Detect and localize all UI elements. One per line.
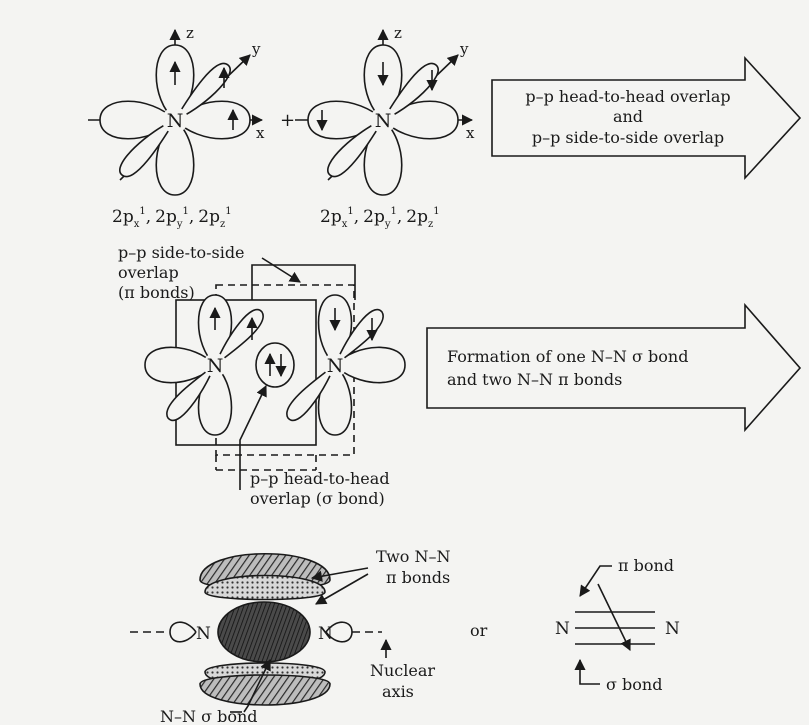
arrow-box-2-line2: and two N–N π bonds	[447, 370, 622, 389]
two-pi-bonds-label-line2: π bonds	[386, 568, 450, 587]
arrow-box-2-line1: Formation of one N–N σ bond	[447, 347, 688, 366]
side-overlap-label-line2: overlap	[118, 263, 179, 282]
sigma-bond-short-label: σ bond	[606, 675, 662, 694]
text-layer: N N N N z y x z y x + 2px1,2py1,2pz1 2px…	[112, 24, 731, 725]
atom-label: N	[196, 624, 211, 644]
plus-sign: +	[280, 110, 295, 131]
nuclear-axis-label-line2: axis	[382, 682, 414, 701]
atom-label: N	[207, 355, 224, 377]
two-pi-bonds-label-line1: Two N–N	[376, 547, 451, 566]
n2-overlap-molecule	[144, 257, 406, 490]
or-text: or	[470, 621, 488, 640]
atom-label: N	[167, 110, 184, 132]
nitrogen-atom-left-top	[88, 28, 264, 196]
arrow-box-1	[491, 55, 802, 181]
bond-line-diagram	[574, 565, 655, 685]
axis-label-x: x	[256, 124, 265, 142]
arrow-box-2	[426, 302, 802, 433]
axis-label-z: z	[394, 24, 402, 42]
side-overlap-label-line1: p–p side-to-side	[118, 243, 245, 262]
axis-label-x: x	[466, 124, 475, 142]
nitrogen-atom-right-top	[295, 28, 474, 196]
atom-label: N	[318, 624, 333, 644]
atom-label: N	[555, 619, 570, 639]
arrow-box-1-line2: and	[613, 107, 643, 126]
axis-label-z: z	[186, 24, 194, 42]
nuclear-axis-label-line1: Nuclear	[370, 661, 435, 680]
electron-config-left: 2px1,2py1,2pz1	[112, 206, 232, 230]
head-overlap-label-line1: p–p head-to-head	[250, 469, 390, 488]
pi-bond-label: π bond	[618, 556, 674, 575]
axis-label-y: y	[459, 40, 469, 58]
electron-config-right: 2px1,2py1,2pz1	[320, 206, 440, 230]
axis-label-y: y	[251, 40, 261, 58]
arrow-box-1-line1: p–p head-to-head overlap	[525, 87, 730, 106]
atom-label: N	[665, 619, 680, 639]
atom-label: N	[375, 110, 392, 132]
arrow-box-1-line3: p–p side-to-side overlap	[532, 128, 724, 147]
n2-orbital-picture	[130, 553, 392, 713]
atom-label: N	[327, 355, 344, 377]
side-overlap-label-line3: (π bonds)	[118, 283, 195, 302]
sigma-bond-label: N–N σ bond	[160, 707, 258, 725]
head-overlap-label-line2: overlap (σ bond)	[250, 489, 385, 508]
